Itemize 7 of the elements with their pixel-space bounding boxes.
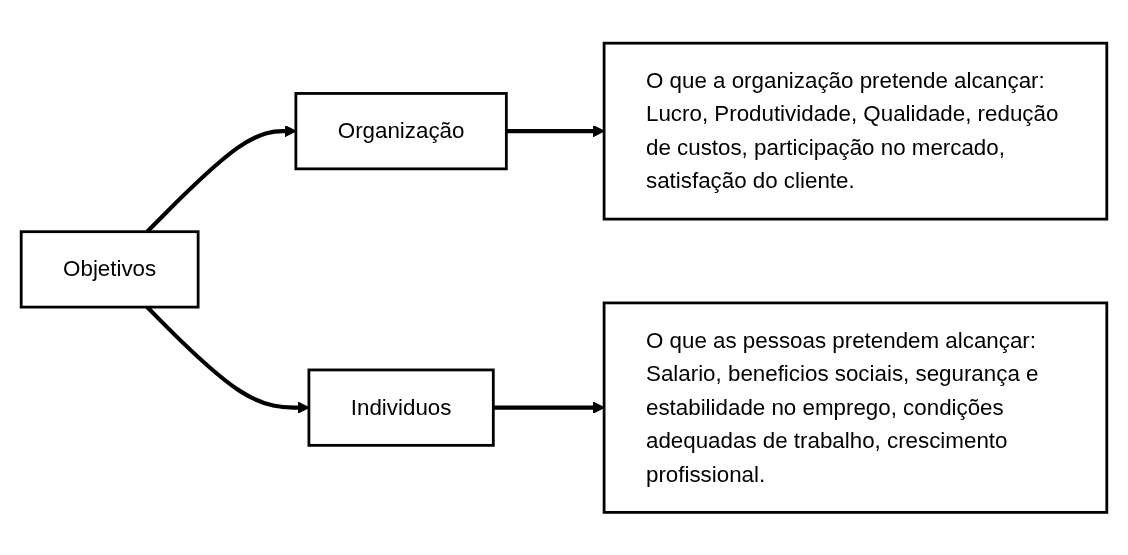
node-box: Individuos [307, 368, 495, 447]
node-box: Objetivos [19, 230, 200, 309]
arrow [493, 401, 605, 414]
node-box: O que as pessoas pretendem alcançar: Salario, beneficios sociais, segurança e estabilidade no emprego, condições adequadas de trabalho, crescimento profissional. [602, 301, 1109, 514]
node-box: Organização [294, 91, 508, 170]
node-box: O que a organização pretende alcançar: Lucro, Produtividade, Qualidade, redução de custos, participação no mercado, satisfação do cliente. [602, 41, 1109, 221]
arrow [506, 124, 605, 137]
